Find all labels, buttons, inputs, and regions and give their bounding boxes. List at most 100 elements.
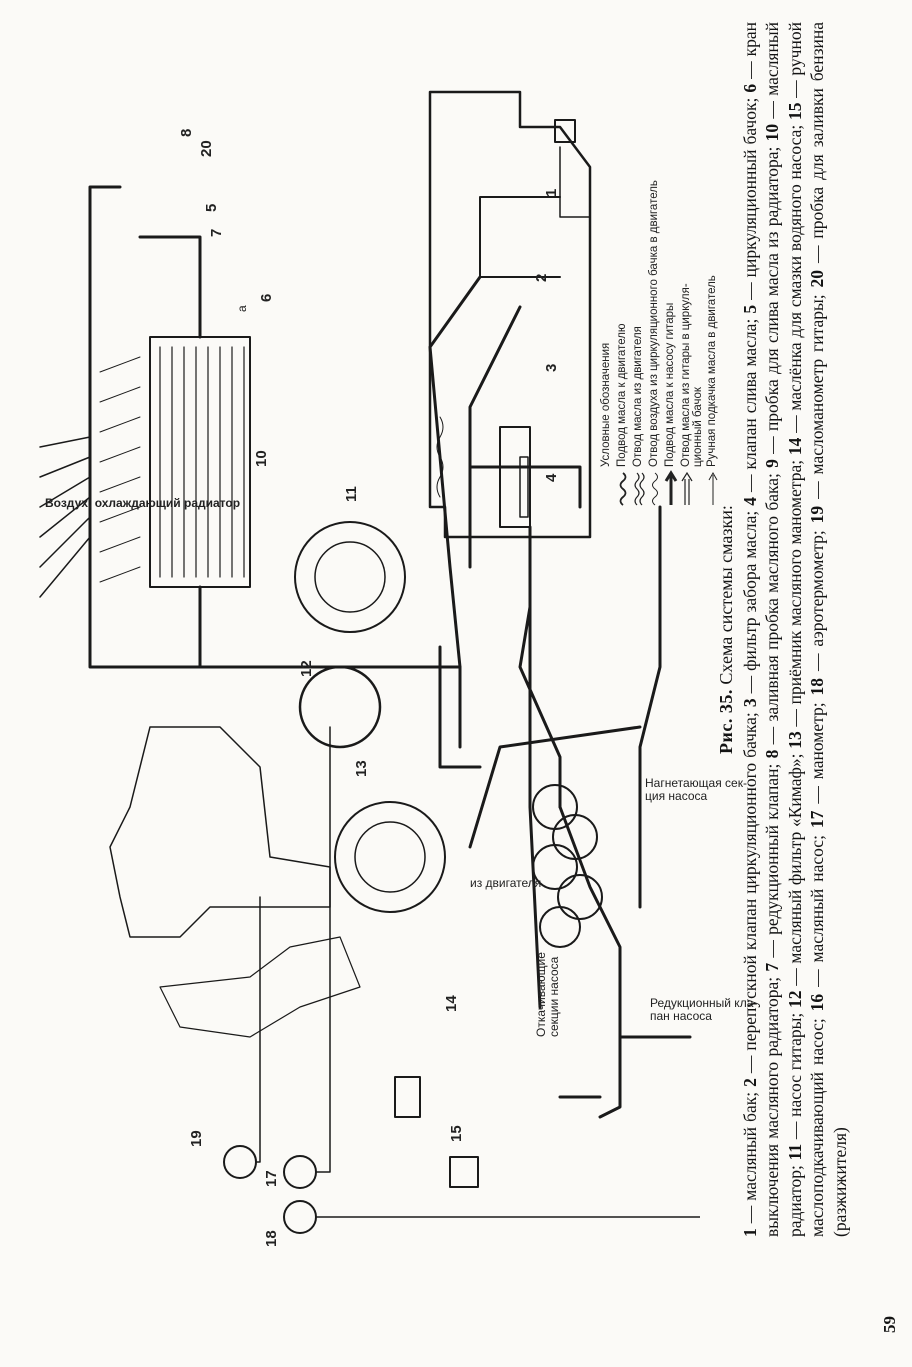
caption-item: 13 — приёмник масляного манометра; bbox=[785, 455, 805, 749]
legend-title: Условные обозначения bbox=[600, 342, 612, 467]
guitar-pump bbox=[294, 521, 406, 633]
caption-item-number: 2 bbox=[739, 1078, 760, 1087]
oil-tank bbox=[428, 90, 592, 539]
callout-20: 20 bbox=[198, 140, 215, 157]
callout-1: 1 bbox=[543, 188, 560, 197]
callout-14: 14 bbox=[443, 995, 460, 1012]
hand-pump bbox=[449, 1156, 479, 1188]
caption-item: 9 — пробка для слива масла из радиатора; bbox=[762, 141, 782, 468]
air-radiator-label: Воздух, охлаждающий радиатор bbox=[45, 496, 241, 510]
caption-item-text: — перепускной клапан циркуляционного бач… bbox=[739, 707, 760, 1079]
legend-item: Отвод воздуха из циркуляционного бачка в… bbox=[648, 87, 662, 507]
callout-5: 5 bbox=[203, 203, 220, 212]
figure-number: Рис. 35. bbox=[716, 689, 736, 754]
thin-wavy-arrow-icon bbox=[652, 472, 658, 506]
suction-sections-label: Откачивающие секции насоса bbox=[534, 952, 561, 1037]
callout-8: 8 bbox=[178, 128, 195, 137]
diagram-legend: Условные обозначения Подвод масла к двиг… bbox=[600, 87, 722, 507]
caption-item: 7 — редукционный клапан; bbox=[762, 758, 783, 972]
caption-item-number: 16 bbox=[807, 993, 828, 1012]
double-wavy-arrow-icon bbox=[634, 472, 645, 506]
filler-plug bbox=[554, 119, 576, 143]
caption-item-text: — насос гитары; bbox=[784, 1008, 805, 1144]
caption-item: 12 — масляный фильтр «Кимаф»; bbox=[784, 748, 805, 1009]
caption-item-text: — манометр; bbox=[807, 695, 828, 811]
caption-item-number: 12 bbox=[784, 990, 805, 1009]
caption-item: 4 — клапан слива масла; bbox=[740, 314, 760, 506]
legend-item: Подвод масла к двигателю bbox=[616, 87, 630, 507]
callout-3: 3 bbox=[543, 363, 560, 372]
callout-12: 12 bbox=[298, 660, 315, 677]
caption-legend-text: 1 — масляный бак; 2 — перепускной клапан… bbox=[740, 22, 850, 1237]
callout-6: 6 bbox=[258, 293, 275, 302]
oil-pump bbox=[532, 784, 603, 948]
callout-11: 11 bbox=[343, 486, 360, 502]
caption-item-number: 8 bbox=[762, 749, 783, 759]
caption-item-text: — циркуляционный бачок; bbox=[739, 92, 760, 305]
callout-13: 13 bbox=[353, 760, 370, 777]
caption-item-number: 17 bbox=[807, 810, 828, 829]
caption-item-text: — фильтр забора масла; bbox=[739, 505, 760, 699]
caption-item-number: 14 bbox=[784, 437, 805, 456]
caption-item-number: 13 bbox=[784, 731, 805, 749]
caption-item-number: 19 bbox=[807, 505, 828, 524]
callout-18: 18 bbox=[263, 1230, 280, 1247]
caption-item: 1 — масляный бак; bbox=[740, 1087, 760, 1237]
caption-item-number: 15 bbox=[784, 102, 805, 121]
thin-arrow-icon bbox=[708, 471, 718, 505]
caption-item-text: — клапан слива масла; bbox=[739, 313, 760, 498]
caption-item-number: 7 bbox=[762, 962, 783, 972]
caption-item: 19 — масломанометр гитары; bbox=[807, 287, 827, 523]
caption-item-number: 1 bbox=[739, 1228, 760, 1237]
caption-item-text: — масляный фильтр «Кимаф»; bbox=[784, 748, 805, 991]
caption-item-number: 20 bbox=[807, 269, 828, 288]
caption-item-number: 5 bbox=[739, 304, 760, 314]
gauges bbox=[223, 1145, 317, 1234]
caption-item-text: — заливная пробка масляного бака; bbox=[762, 467, 783, 750]
caption-item: 8 — заливная пробка масляного бака; bbox=[762, 468, 782, 758]
caption-item-number: 11 bbox=[784, 1143, 805, 1161]
caption-item-number: 10 bbox=[762, 123, 783, 142]
caption-item-text: — приёмник масляного манометра; bbox=[784, 455, 805, 732]
figure-title: Схема системы смазки: bbox=[716, 505, 736, 685]
callout-7: 7 bbox=[208, 228, 225, 237]
engine-outline bbox=[109, 726, 331, 938]
caption-item: 17 — манометр; bbox=[807, 695, 827, 828]
caption-item-number: 9 bbox=[762, 459, 783, 468]
caption-item: 2 — перепускной клапан циркуляционного б… bbox=[740, 707, 760, 1087]
hollow-arrow-icon bbox=[681, 471, 693, 505]
caption-item: 3 — фильтр забора масла; bbox=[740, 506, 760, 707]
legend-item: Ручная подкачка масла в двигатель bbox=[706, 87, 720, 507]
caption-item: 16 — масляный насос; bbox=[807, 828, 827, 1011]
callout-15: 15 bbox=[448, 1125, 465, 1142]
caption-item-text: — масляный насос; bbox=[807, 828, 828, 994]
callout-19: 19 bbox=[188, 1130, 205, 1147]
caption-item-text: — масломанометр гитары; bbox=[807, 287, 828, 506]
legend-item: Отвод масла из гитары в циркуля- ционный… bbox=[680, 87, 704, 507]
wavy-arrow-icon bbox=[619, 472, 627, 506]
from-engine-label: из двигателя bbox=[470, 876, 542, 890]
oil-radiator bbox=[149, 336, 251, 588]
caption-item-number: 3 bbox=[739, 698, 760, 708]
lubrication-schema-diagram bbox=[39, 90, 700, 1234]
caption-item: 11 — насос гитары; bbox=[784, 1008, 805, 1161]
legend-item: Отвод масла из двигателя bbox=[632, 87, 646, 507]
callout-4: 4 bbox=[543, 473, 560, 482]
caption-item-text: — маслёнка для смазки водяного насоса; bbox=[784, 120, 805, 438]
caption-item-text: — аэротермометр; bbox=[807, 523, 828, 678]
callout-17: 17 bbox=[263, 1170, 280, 1187]
caption-item-number: 4 bbox=[739, 497, 760, 506]
caption-item-text: — пробка для слива масла из радиатора; bbox=[762, 141, 783, 460]
caption-item-number: 18 bbox=[807, 677, 828, 696]
thick-arrow-icon bbox=[664, 470, 678, 505]
caption-item-number: 6 bbox=[739, 83, 760, 93]
caption-item: 5 — циркуляционный бачок; bbox=[740, 93, 760, 314]
figure-caption: Рис. 35. Схема системы смазки: 1 — масля… bbox=[715, 22, 852, 1237]
caption-heading: Рис. 35. Схема системы смазки: bbox=[715, 22, 738, 1237]
kimaf-filter bbox=[298, 665, 382, 749]
caption-item-text: — редукционный клапан; bbox=[762, 758, 783, 963]
callout-2: 2 bbox=[533, 273, 550, 282]
caption-item-text: — масляный бак; bbox=[739, 1086, 760, 1229]
legend-item: Подвод масла к насосу гитары bbox=[664, 87, 678, 507]
